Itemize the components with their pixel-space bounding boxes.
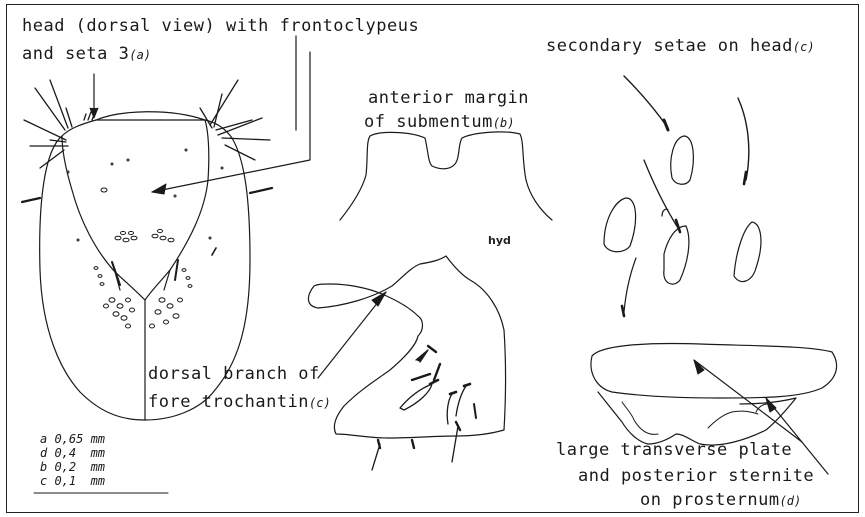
head-label-text: and seta 3 [22,44,129,64]
head-label-tag: (a) [129,48,151,62]
trochantin-label-line2: fore trochantin(c) [148,392,331,413]
trochantin-label-tag: (c) [309,396,331,410]
seta-socket-1 [671,136,694,184]
plate-label-line2: and posterior sternite [578,466,814,486]
frontoclypeus-top [96,112,205,120]
plate-label-line3: on prosternum(d) [640,490,801,511]
secondary-setae-text: secondary setae on head [546,36,793,56]
scale-d: d 0,4 mm [40,446,105,460]
submentum-label-line1: anterior margin [368,88,529,108]
seta-socket-4 [734,222,761,282]
scale-b: b 0,2 mm [40,460,105,474]
submentum-label-tag: (b) [493,116,515,130]
hyd-label: hyd [488,234,511,247]
scale-a: a 0,65 mm [40,432,105,446]
secondary-setae-drawing [604,76,761,316]
trochantin-label-line1: dorsal branch of [148,364,320,384]
trochantin-label-text: fore trochantin [148,392,309,412]
scale-legend: a 0,65 mm d 0,4 mm b 0,2 mm c 0,1 mm [40,432,105,488]
head-label-line1: head (dorsal view) with frontoclypeus [22,16,419,36]
submentum-outline [340,132,552,220]
head-setae [22,80,272,285]
trochantin-setae [372,346,476,470]
prosternum-drawing [591,344,837,446]
seta-socket-2 [604,198,636,252]
plate-label-tag: (d) [780,494,802,508]
secondary-setae-tag: (c) [793,40,815,54]
plate-label-line1: large transverse plate [556,440,792,460]
frontoclypeus [62,120,209,300]
scale-c: c 0,1 mm [40,474,105,488]
secondary-setae-label: secondary setae on head(c) [546,36,815,57]
head-label-line2: and seta 3(a) [22,44,151,65]
submentum-label-line2: of submentum(b) [364,112,515,133]
trochantin-drawing [308,256,505,470]
trochantin-leader [318,292,386,378]
transverse-plate [591,344,837,399]
seta-socket-3 [664,226,689,284]
submentum-label-text: of submentum [364,112,493,132]
plate-label-text: on prosternum [640,490,780,510]
